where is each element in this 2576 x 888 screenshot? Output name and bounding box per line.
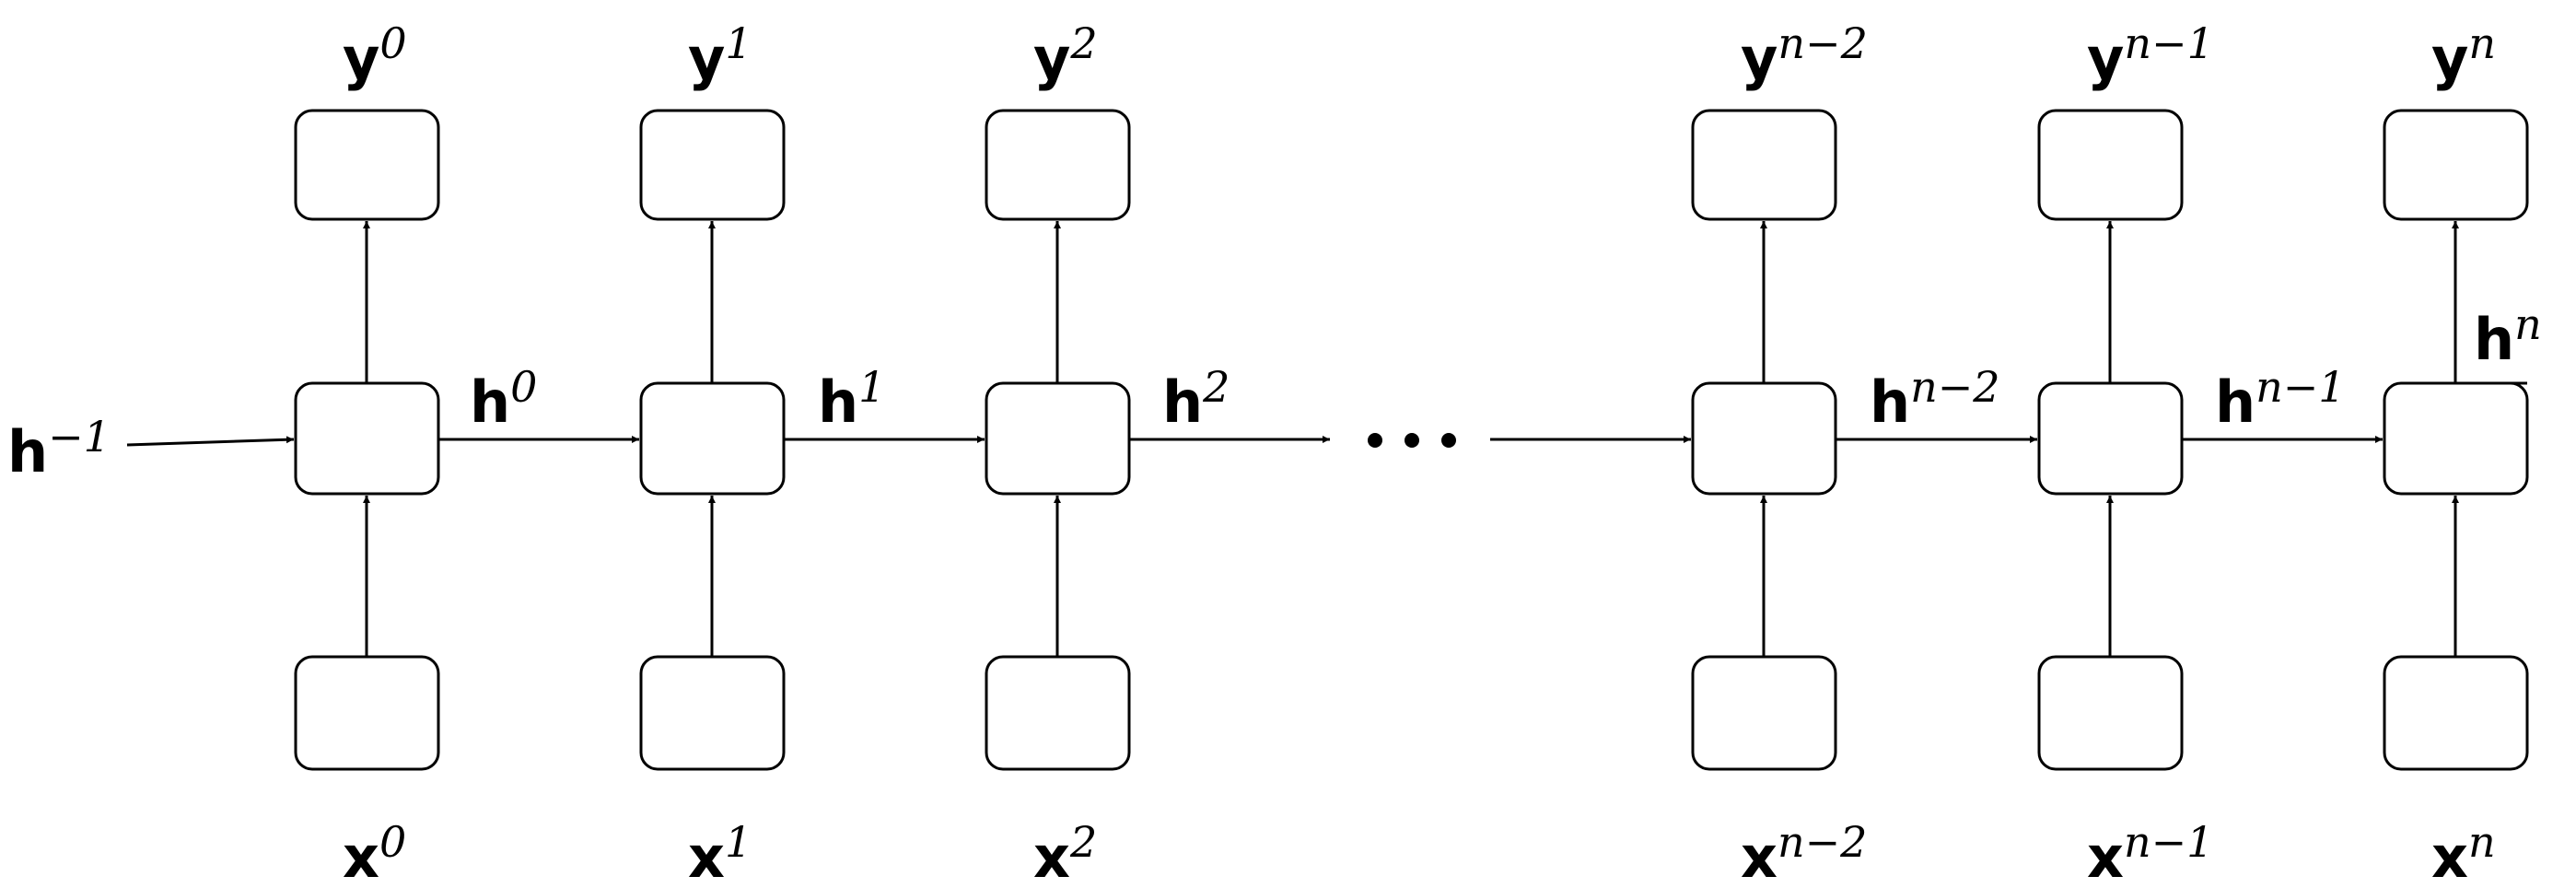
label-h-n-1: hn−1 bbox=[2215, 362, 2346, 436]
input-box-1 bbox=[639, 655, 786, 771]
label-x1: x1 bbox=[688, 817, 752, 888]
hidden-box-0 bbox=[294, 381, 440, 496]
label-y2: y2 bbox=[1033, 18, 1098, 92]
input-box-n-2 bbox=[1691, 655, 1837, 771]
label-x-n-2: xn−2 bbox=[1741, 817, 1867, 888]
label-y-n-1: yn−1 bbox=[2087, 18, 2214, 92]
label-x-n: xn bbox=[2431, 817, 2496, 888]
output-box-n bbox=[2383, 109, 2529, 221]
label-h-minus1: h−1 bbox=[7, 412, 111, 485]
input-box-2 bbox=[985, 655, 1131, 771]
output-box-n-1 bbox=[2037, 109, 2184, 221]
label-h2: h2 bbox=[1162, 362, 1230, 436]
label-x0: x0 bbox=[343, 817, 406, 888]
label-h-n: hn bbox=[2474, 299, 2542, 373]
label-h0: h0 bbox=[470, 362, 537, 436]
label-y0: y0 bbox=[343, 18, 407, 92]
output-box-0 bbox=[294, 109, 440, 221]
input-box-0 bbox=[294, 655, 440, 771]
label-h1: h1 bbox=[818, 362, 885, 436]
input-box-n bbox=[2383, 655, 2529, 771]
hidden-box-n-2 bbox=[1691, 381, 1837, 496]
output-box-n-2 bbox=[1691, 109, 1837, 221]
label-y-n-2: yn−2 bbox=[1741, 18, 1868, 92]
hidden-box-2 bbox=[985, 381, 1131, 496]
label-y1: y1 bbox=[688, 18, 752, 92]
output-box-1 bbox=[639, 109, 786, 221]
label-x-n-1: xn−1 bbox=[2087, 817, 2213, 888]
hidden-box-1 bbox=[639, 381, 786, 496]
output-box-2 bbox=[985, 109, 1131, 221]
input-box-n-1 bbox=[2037, 655, 2184, 771]
arrow-h-minus1-in bbox=[126, 436, 295, 447]
hidden-box-n bbox=[2383, 381, 2529, 496]
label-y-n: yn bbox=[2431, 18, 2496, 92]
label-x2: x2 bbox=[1033, 817, 1097, 888]
label-h-n-2: hn−2 bbox=[1870, 362, 2000, 436]
hidden-box-n-1 bbox=[2037, 381, 2184, 496]
ellipsis bbox=[1368, 433, 1456, 448]
